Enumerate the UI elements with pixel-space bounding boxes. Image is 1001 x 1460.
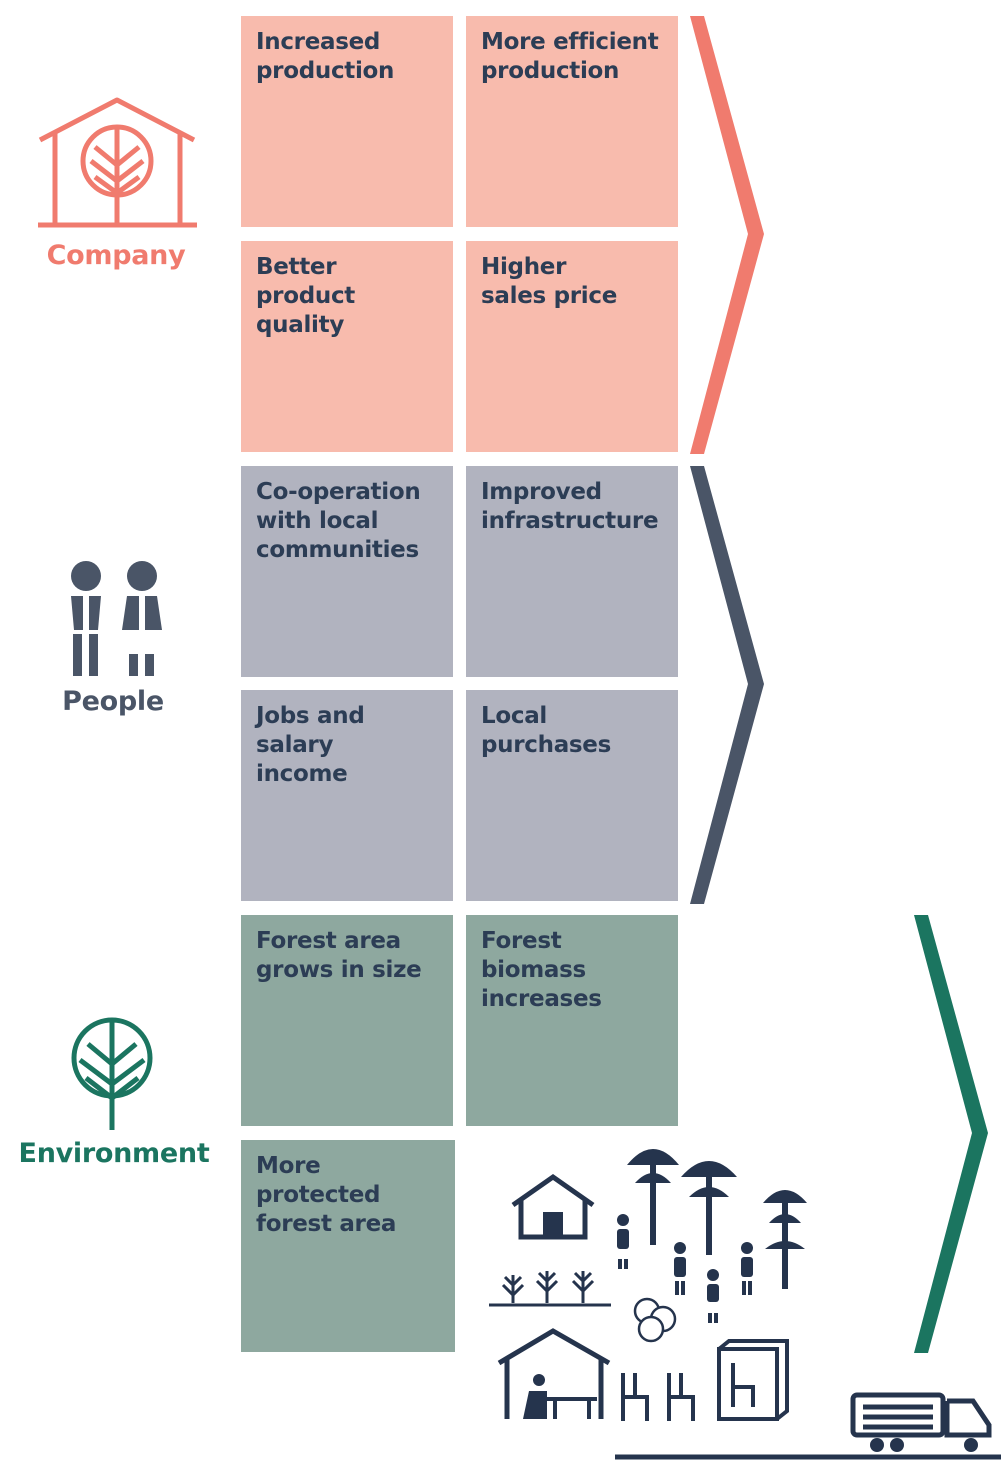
company-cell-higher-sales-price: Higher sales price bbox=[466, 241, 678, 452]
company-chevron-icon bbox=[686, 14, 770, 456]
workshop-icon bbox=[497, 1328, 611, 1419]
village-forest-illustration bbox=[485, 1135, 1001, 1460]
seedlings-icon bbox=[489, 1271, 611, 1307]
house-with-tree-icon bbox=[35, 95, 200, 230]
people-cell-co-operation: Co-operation with local communities bbox=[241, 466, 453, 677]
people-chevron-icon bbox=[686, 464, 770, 906]
environment-cell-forest-area-grows: Forest area grows in size bbox=[241, 915, 453, 1126]
people-label: People bbox=[62, 686, 164, 717]
people-cell-local-purchases: Local purchases bbox=[466, 690, 678, 901]
people-cell-improved-infrastructure: Improved infrastructure bbox=[466, 466, 678, 677]
coins-icon bbox=[633, 1297, 677, 1343]
environment-cell-more-protected-forest: More protected forest area bbox=[241, 1140, 455, 1352]
company-cell-more-efficient-production: More efficient production bbox=[466, 16, 678, 227]
truck-icon bbox=[615, 1392, 1001, 1460]
trees-icon bbox=[627, 1149, 807, 1289]
environment-label: Environment bbox=[18, 1138, 210, 1169]
environment-chevron-icon bbox=[910, 913, 994, 1355]
people-cell-jobs-and-salary: Jobs and salary income bbox=[241, 690, 453, 901]
tree-icon bbox=[66, 1016, 158, 1132]
company-cell-increased-production: Increased production bbox=[241, 16, 453, 227]
environment-cell-forest-biomass-increases: Forest biomass increases bbox=[466, 915, 678, 1126]
company-label: Company bbox=[46, 240, 186, 271]
company-cell-better-product-quality: Better product quality bbox=[241, 241, 453, 452]
two-people-icon bbox=[58, 560, 170, 678]
villagers-icon bbox=[617, 1214, 753, 1323]
chairs-icon bbox=[621, 1339, 789, 1421]
